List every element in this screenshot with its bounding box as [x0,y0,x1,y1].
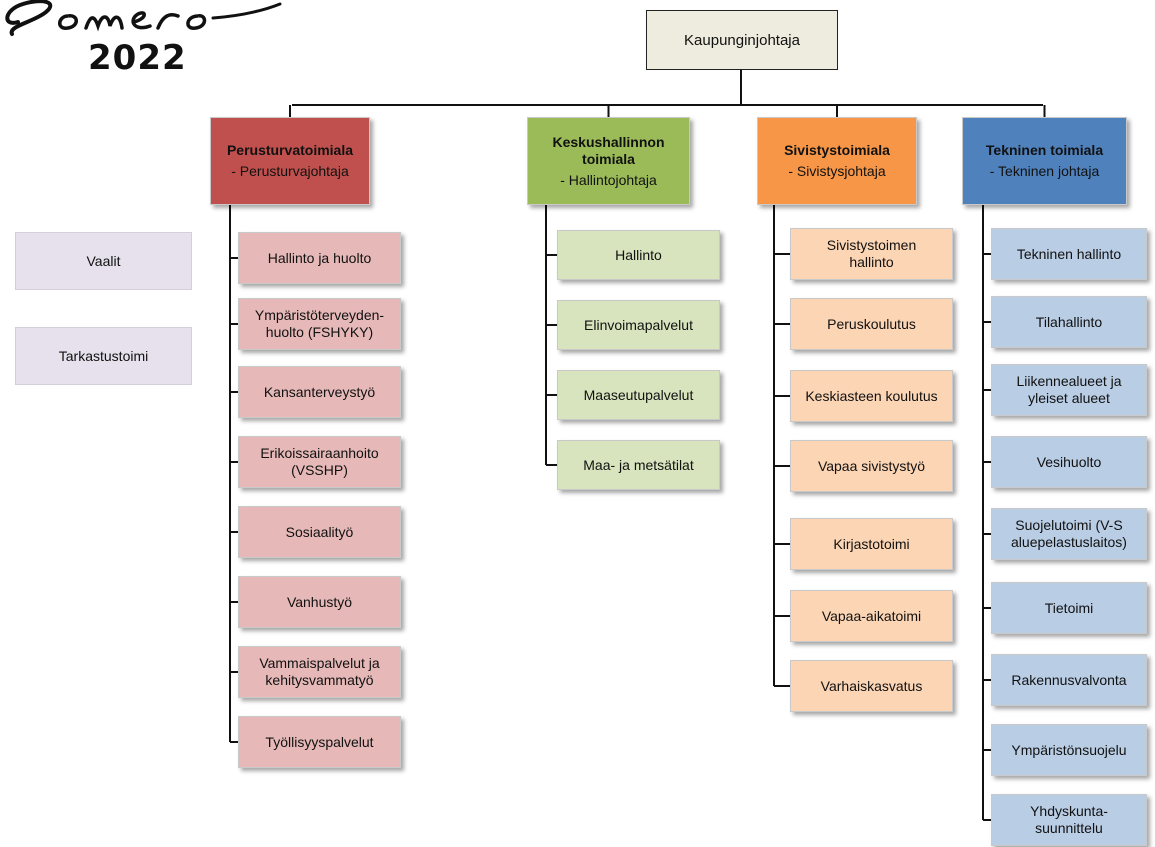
box-label: Varhaiskasvatus [820,677,923,694]
box-label: - Perusturvajohtaja [231,163,349,179]
box-label: Vapaa-aikatoimi [821,607,922,624]
unit-box-sivistys: Kirjastotoimi [790,518,953,570]
box-label: Tekninen hallinto [1016,245,1122,262]
unit-box-sivistys: Vapaa sivistystyö [790,440,953,492]
unit-box-perusturva: Vanhustyö [238,576,401,628]
box-label: Ympäristönsuojelu [1011,741,1127,758]
box-label: Elinvoimapalvelut [584,316,693,333]
box-title: Sivistystoimiala [784,142,890,158]
unit-box-tekninen: Liikennealueet ja yleiset alueet [991,364,1147,416]
side-box: Tarkastustoimi [15,327,192,385]
unit-box-perusturva: Erikoissairaanhoito (VSSHP) [238,436,401,488]
box-label: Tietoimi [1044,599,1094,616]
unit-box-tekninen: Tietoimi [991,582,1147,634]
unit-box-perusturva: Sosiaalityö [238,506,401,558]
box-label: Yhdyskunta- suunnittelu [1030,803,1108,836]
box-label: - Hallintojohtaja [560,171,657,188]
unit-box-tekninen: Suojelutoimi (V-S aluepelastuslaitos) [991,508,1147,560]
box-label: Tilahallinto [1035,313,1103,330]
box-label: Maa- ja metsätilat [583,456,694,473]
unit-box-sivistys: Varhaiskasvatus [790,660,953,712]
box-label: Suojelutoimi (V-S aluepelastuslaitos) [1011,517,1127,550]
box-label: Kaupunginjohtaja [684,31,800,49]
dept-header-tekninen: Tekninen toimiala - Tekninen johtaja [962,117,1127,205]
unit-box-sivistys: Vapaa-aikatoimi [790,590,953,642]
box-label: Vammaispalvelut ja kehitysvammatyö [259,655,380,688]
unit-box-tekninen: Ympäristönsuojelu [991,724,1147,776]
logo-script [5,0,282,36]
unit-box-perusturva: Hallinto ja huolto [238,232,401,284]
box-label: Keskiasteen koulutus [805,387,938,404]
box-label: Maaseutupalvelut [583,386,694,403]
box-label: Erikoissairaanhoito (VSSHP) [260,445,379,478]
box-label: Vapaa sivistystyö [817,457,926,474]
box-label: - Tekninen johtaja [989,163,1100,179]
box-label: Vanhustyö [286,593,353,610]
unit-box-tekninen: Yhdyskunta- suunnittelu [991,794,1147,846]
unit-box-keskus: Maa- ja metsätilat [557,440,720,490]
box-label: Kansanterveystyö [263,383,376,400]
mayor-box: Kaupunginjohtaja [646,10,838,70]
box-label: Ympäristöterveyden- huolto (FSHYKY) [254,307,385,340]
box-label: Rakennusvalvonta [1011,671,1127,688]
unit-box-perusturva: Kansanterveystyö [238,366,401,418]
box-title: Perusturvatoimiala [226,142,354,158]
unit-box-perusturva: Ympäristöterveyden- huolto (FSHYKY) [238,298,401,350]
unit-box-sivistys: Keskiasteen koulutus [790,370,953,422]
box-label: Työllisyyspalvelut [265,733,374,750]
unit-box-tekninen: Tekninen hallinto [991,228,1147,280]
unit-box-keskus: Elinvoimapalvelut [557,300,720,350]
box-title: Keskushallinnon toimiala [552,133,665,167]
box-label: Sivistystoimen hallinto [826,237,917,270]
unit-box-tekninen: Rakennusvalvonta [991,654,1147,706]
unit-box-perusturva: Työllisyyspalvelut [238,716,401,768]
box-label: Liikennealueet ja yleiset alueet [1016,373,1122,406]
box-label: Kirjastotoimi [833,535,910,552]
dept-header-sivistys: Sivistystoimiala - Sivistysjohtaja [757,117,917,205]
box-label: Sosiaalityö [285,523,354,540]
box-label: Hallinto [615,246,662,263]
dept-header-keskus: Keskushallinnon toimiala - Hallintojohtaj… [527,117,690,205]
unit-box-sivistys: Peruskoulutus [790,298,953,350]
box-title: Tekninen toimiala [985,142,1104,158]
unit-box-perusturva: Vammaispalvelut ja kehitysvammatyö [238,646,401,698]
unit-box-keskus: Hallinto [557,230,720,280]
unit-box-tekninen: Vesihuolto [991,436,1147,488]
unit-box-sivistys: Sivistystoimen hallinto [790,228,953,280]
unit-box-tekninen: Tilahallinto [991,296,1147,348]
box-label: Vesihuolto [1036,453,1102,470]
box-label: Vaalit [86,252,121,269]
dept-header-perusturva: Perusturvatoimiala - Perusturvajohtaja [210,117,370,205]
box-label: Tarkastustoimi [58,347,149,364]
side-box: Vaalit [15,232,192,290]
box-label: Peruskoulutus [827,315,916,332]
logo-year: 2022 [88,38,187,78]
box-label: - Sivistysjohtaja [788,163,886,179]
unit-box-keskus: Maaseutupalvelut [557,370,720,420]
box-label: Hallinto ja huolto [267,249,372,266]
